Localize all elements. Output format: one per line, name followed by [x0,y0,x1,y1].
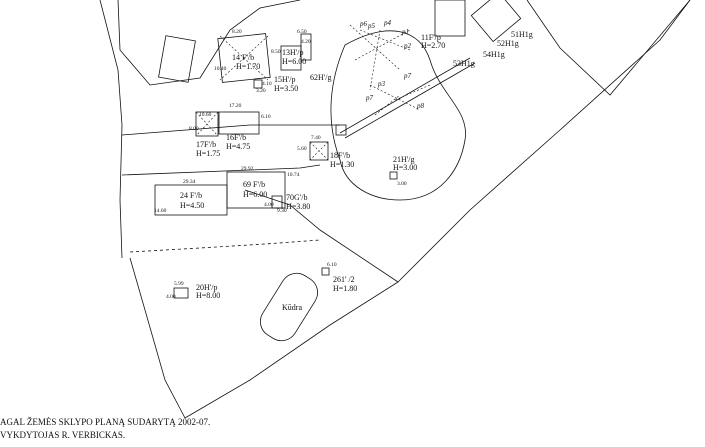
garden-region [330,30,466,201]
label-51: 51H1g [511,30,533,39]
point-p6: p6 [359,20,368,28]
dim-15: 29.92 [241,166,254,172]
label-62: 62H'/g [310,73,331,82]
height-13: H=6.00 [282,57,306,66]
dim-13: 5.60 [297,146,307,152]
lower-left-boundary [129,257,186,419]
label-24: 24 F'/b [180,191,202,200]
horizontal-road-line [121,164,321,176]
building-70 [271,195,283,209]
top-parcel [117,0,301,86]
label-16: 16F'/b [226,133,246,142]
boundary-line-right [526,0,691,96]
dim-23: 6.10 [327,262,337,268]
label-20: 20H'/p [196,283,217,292]
point-p4: p4 [383,19,392,27]
greenhouse-line-2 [344,62,476,139]
label-69: 69 F'/b [243,180,265,189]
label-13: 13H'/p [282,48,303,57]
height-20: H=8.00 [196,291,220,300]
dim-4: 4.20 [301,39,311,45]
dim-8: 10.60 [199,112,212,118]
building-shed-top [300,33,312,61]
building-69 [226,171,286,209]
building-51-group [470,0,522,43]
label-18: 18F'/b [330,151,350,160]
footer-line-2: VYKDYTOJAS R. VERBICKAS. [0,430,126,440]
point-p1: p1 [401,28,409,36]
dim-2: 10.40 [214,66,227,72]
building-15 [253,79,263,89]
point-p7b: p7 [365,94,374,102]
building-16 [218,111,260,135]
dim-20: 3.00 [397,181,407,187]
footer-line-1: AGAL ŽEMĖS SKLYPO PLANĄ SUDARYTĄ 2002-07… [0,417,211,427]
dim-10: 8.00 [189,126,199,132]
greenhouse-box [335,124,347,136]
point-p5: p5 [367,22,376,30]
dashed-road [129,239,321,253]
dim-9: 17.20 [229,103,242,109]
dim-18: 4.00 [264,202,274,208]
dim-3: 8.50 [271,49,281,55]
label-53: 53H1g [453,59,475,68]
building-21 [389,171,398,180]
upper-road-line [121,124,340,136]
dim-16: 10.74 [287,172,300,178]
dim-5: 6.50 [297,29,307,35]
height-17: H=1.75 [196,149,220,158]
dim-19: 9.30 [277,208,287,214]
boundary-line-left [119,124,123,259]
building-11 [434,0,466,37]
label-54: 54H1g [483,50,505,59]
label-14: 14 F'/b [232,53,254,62]
height-70: H=3.80 [286,202,310,211]
point-p8: p8 [416,102,425,110]
height-15: H=3.50 [274,84,298,93]
building-20 [173,287,189,299]
boundary-line-top [99,0,123,126]
height-69: H=6.00 [243,190,267,199]
building-17 [195,111,219,137]
dim-12: 7.40 [311,135,321,141]
property-line [244,189,399,283]
building-261 [321,267,330,276]
tree-hatch [349,24,431,116]
south-line [184,281,399,419]
height-21: H=3.00 [393,163,417,172]
boundary-line-diagonal [397,0,691,283]
point-p7a: p7 [403,72,412,80]
dim-17: 14.60 [154,208,167,214]
dim-22: 4.00 [166,294,176,300]
label-17: 17F'/b [196,140,216,149]
building-14 [217,33,271,83]
greenhouse-line [339,57,471,134]
pool [259,272,319,342]
pool-label: Kūdra [282,303,302,312]
label-70: 70G'/b [286,193,307,202]
label-52: 52H1g [497,39,519,48]
dim-14: 29.34 [183,179,196,185]
building-18 [309,141,329,161]
height-24: H=4.50 [180,201,204,210]
label-261: 261' /2 [333,275,355,284]
height-11: H=2.70 [421,41,445,50]
point-p3: p3 [377,80,386,88]
dim-21: 5.99 [174,281,184,287]
top-building [158,35,196,83]
label-15: 15H'/p [274,75,295,84]
point-p2: p2 [403,42,412,50]
dim-11: 6.10 [261,114,271,120]
height-16: H=4.75 [226,142,250,151]
height-261: H=1.80 [333,284,357,293]
height-14: H=1.70 [236,62,260,71]
building-hatch [195,35,329,161]
height-18: H=1.30 [330,160,354,169]
label-11: 11F'/p [421,33,441,42]
dim-1: 8.20 [232,29,242,35]
dim-7: 4.10 [262,81,272,87]
label-21: 21H'/g [393,155,414,164]
dim-6: 3.20 [256,88,266,94]
